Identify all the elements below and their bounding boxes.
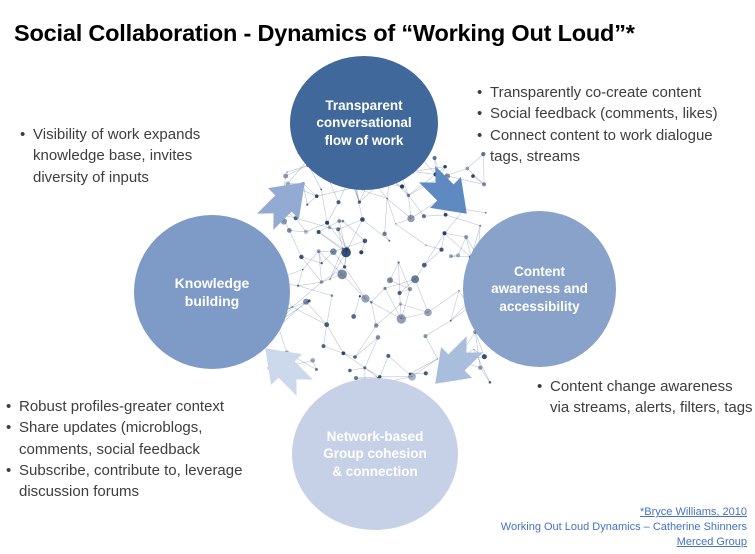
page-title: Social Collaboration - Dynamics of “Work… bbox=[14, 19, 635, 46]
bullet-item: Transparently co-create content bbox=[477, 82, 745, 104]
footer-credit-line: Working Out Loud Dynamics – Catherine Sh… bbox=[500, 521, 747, 534]
bullet-item: Robust profiles-greater context bbox=[6, 396, 258, 418]
circle-label: Network-based Group cohesion & connectio… bbox=[323, 428, 427, 479]
circle-content-awareness: Content awareness and accessibility bbox=[463, 211, 616, 367]
arrow-left-to-top-icon bbox=[249, 166, 321, 238]
arrow-bottom-to-left-icon bbox=[249, 332, 321, 404]
circle-knowledge-building: Knowledge building bbox=[134, 215, 290, 369]
circle-network-group-cohesion: Network-based Group cohesion & connectio… bbox=[292, 378, 458, 530]
bullet-item: Share updates (microblogs, comments, soc… bbox=[6, 417, 258, 460]
arrow-top-to-right-icon bbox=[411, 158, 483, 230]
bullet-item: Connect content to work dialogue tags, s… bbox=[477, 125, 745, 168]
bullet-item: Social feedback (comments, likes) bbox=[477, 103, 745, 125]
bullet-list-top-left: Visibility of work expands knowledge bas… bbox=[20, 124, 250, 188]
bullet-list-top-right: Transparently co-create content Social f… bbox=[477, 82, 745, 167]
circle-transparent-conversational-flow: Transparent conversational flow of work bbox=[290, 56, 438, 190]
footer-credits: *Bryce Williams, 2010 Working Out Loud D… bbox=[501, 505, 747, 550]
bullet-list-bottom-left: Robust profiles-greater context Share up… bbox=[6, 396, 258, 502]
circle-label: Knowledge building bbox=[174, 274, 250, 309]
bullet-item: Subscribe, contribute to, leverage discu… bbox=[6, 460, 258, 503]
circle-label: Content awareness and accessibility bbox=[491, 263, 588, 314]
arrow-right-to-bottom-icon bbox=[419, 328, 491, 400]
footer-link-merced-group[interactable]: Merced Group bbox=[676, 536, 747, 549]
bullet-item: Content change awareness via streams, al… bbox=[537, 376, 753, 419]
circle-label: Transparent conversational flow of work bbox=[316, 97, 412, 148]
bullet-item: Visibility of work expands knowledge bas… bbox=[20, 124, 250, 188]
footer-link-bryce-williams[interactable]: *Bryce Williams, 2010 bbox=[640, 506, 747, 519]
bullet-list-bottom-right: Content change awareness via streams, al… bbox=[537, 376, 753, 419]
